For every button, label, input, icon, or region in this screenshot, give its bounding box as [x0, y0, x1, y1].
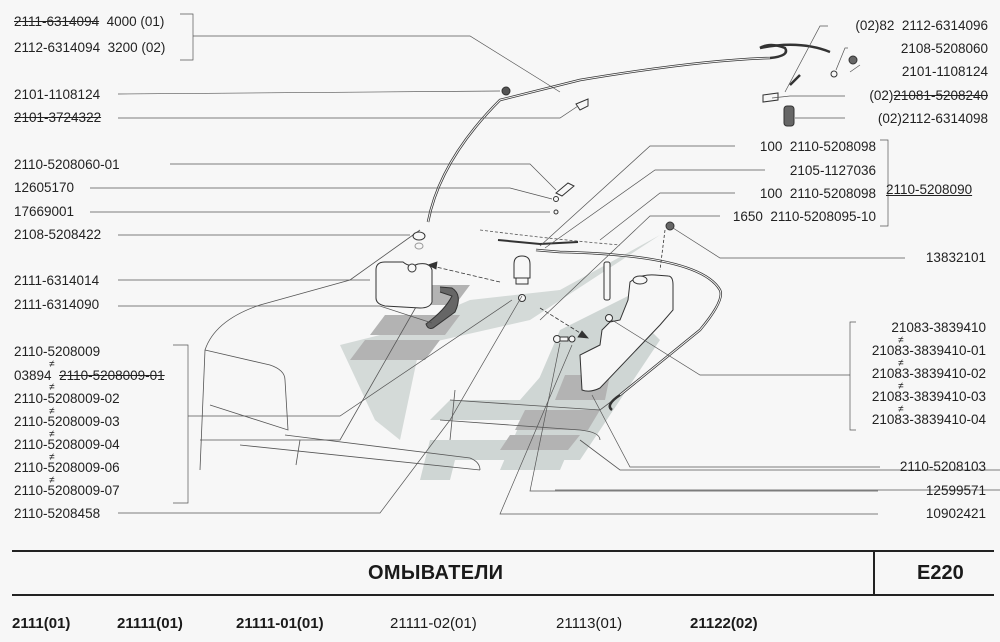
cap [412, 231, 426, 241]
group-item: 2110-5208009-04 [14, 437, 120, 452]
leader-lines [90, 13, 905, 515]
part-qty: 100 [759, 139, 783, 154]
not-equal-icon: ≠ [49, 475, 55, 486]
part-label: 10902421 [925, 506, 986, 521]
part-qty: 4000 (01) [106, 14, 165, 29]
left-reservoir-strap [425, 286, 459, 329]
part-label: 2108-5208060 [900, 41, 988, 56]
left-reservoir [375, 261, 433, 309]
group-item: 2110-5208009-02 [14, 391, 120, 406]
not-equal-icon: ≠ [49, 406, 55, 417]
not-equal-icon: ≠ [49, 382, 55, 393]
group-item: 21083-3839410-04 [871, 412, 986, 427]
part-number: 2112-6314096 [901, 18, 988, 33]
model-label: 21111-01(01) [236, 615, 324, 632]
part-label: 17669001 [14, 204, 75, 219]
part-label: (02)21081-5208240 [869, 88, 988, 104]
model-label: 21113(01) [556, 615, 623, 632]
part-number: 21081-5208240 [893, 88, 988, 103]
group-item: 2110-5208009 [14, 344, 101, 359]
part-label: 2101-1108124 [901, 64, 988, 79]
model-label: 21111(01) [117, 615, 183, 632]
pump [513, 255, 531, 279]
part-qty: (02) [869, 88, 894, 103]
part-number: 2111-6314094 [14, 14, 100, 29]
model-label: 2111(01) [12, 615, 71, 632]
group-item: 2110-5208009-06 [14, 460, 120, 475]
part-label: 2111-6314014 [14, 273, 100, 288]
part-label: 13832101 [925, 250, 986, 265]
part-qty: 3200 (02) [107, 40, 166, 55]
part-qty: 1650 [732, 209, 763, 224]
part-label: (02)82 2112-6314096 [855, 18, 988, 34]
part-number: 2110-5208095-10 [770, 209, 876, 224]
group-item: 2110-5208009-03 [14, 414, 120, 429]
hose-item: 2105-1127036 [789, 163, 876, 178]
part-label: 2112-6314094 3200 (02) [14, 40, 165, 56]
part-number: 2110-5208098 [789, 186, 876, 201]
not-equal-icon: ≠ [898, 381, 904, 392]
page-code-cell: E220 [873, 552, 994, 594]
part-label: 2108-5208422 [14, 227, 102, 242]
hose-item: 100 2110-5208098 [760, 186, 876, 202]
part-label: 2110-5208060-01 [14, 157, 120, 172]
model-label: 21122(02) [690, 615, 758, 632]
group-item: 2110-5208009-07 [14, 483, 120, 498]
assembly-label: 2110-5208090 [886, 182, 973, 197]
part-number: 2110-5208009-01 [59, 368, 165, 383]
part-label: 2101-3724322 [14, 110, 102, 125]
model-label: 21111-02(01) [390, 615, 477, 632]
not-equal-icon: ≠ [49, 429, 55, 440]
part-qty: 100 [759, 186, 783, 201]
part-qty: (02)82 [855, 18, 895, 33]
group-item: 21083-3839410-01 [871, 343, 986, 358]
group-item: 21083-3839410 [891, 320, 986, 335]
right-reservoir [579, 274, 674, 392]
part-number: 2112-6314094 [14, 40, 101, 55]
group-item: 03894 2110-5208009-01 [14, 368, 165, 384]
part-label: 12605170 [14, 180, 75, 195]
title-bar: ОМЫВАТЕЛИ E220 [12, 550, 994, 596]
part-label: (02)2112-6314098 [878, 111, 988, 127]
part-label: 2110-5208103 [899, 459, 986, 474]
hose-item: 1650 2110-5208095-10 [733, 209, 876, 225]
not-equal-icon: ≠ [898, 404, 904, 415]
not-equal-icon: ≠ [898, 358, 904, 369]
part-label: 2111-6314090 [14, 297, 100, 312]
page-code: E220 [917, 562, 964, 584]
not-equal-icon: ≠ [49, 452, 55, 463]
group-item: 21083-3839410-02 [871, 366, 986, 381]
part-number: 2112-6314098 [901, 111, 988, 126]
hose-item: 100 2110-5208098 [760, 139, 876, 155]
part-qty: (02) [877, 111, 902, 126]
part-label: 2111-6314094 4000 (01) [14, 14, 164, 30]
part-label: 2110-5208458 [14, 506, 101, 521]
hoses [426, 43, 831, 412]
parts [375, 55, 858, 392]
part-number: 2110-5208098 [789, 139, 876, 154]
not-equal-icon: ≠ [49, 359, 55, 370]
part-number: 03894 [14, 368, 52, 383]
not-equal-icon: ≠ [898, 335, 904, 346]
page-title: ОМЫВАТЕЛИ [368, 562, 504, 584]
part-label: 2101-1108124 [14, 87, 101, 102]
part-label: 12599571 [925, 483, 986, 498]
group-item: 21083-3839410-03 [871, 389, 986, 404]
